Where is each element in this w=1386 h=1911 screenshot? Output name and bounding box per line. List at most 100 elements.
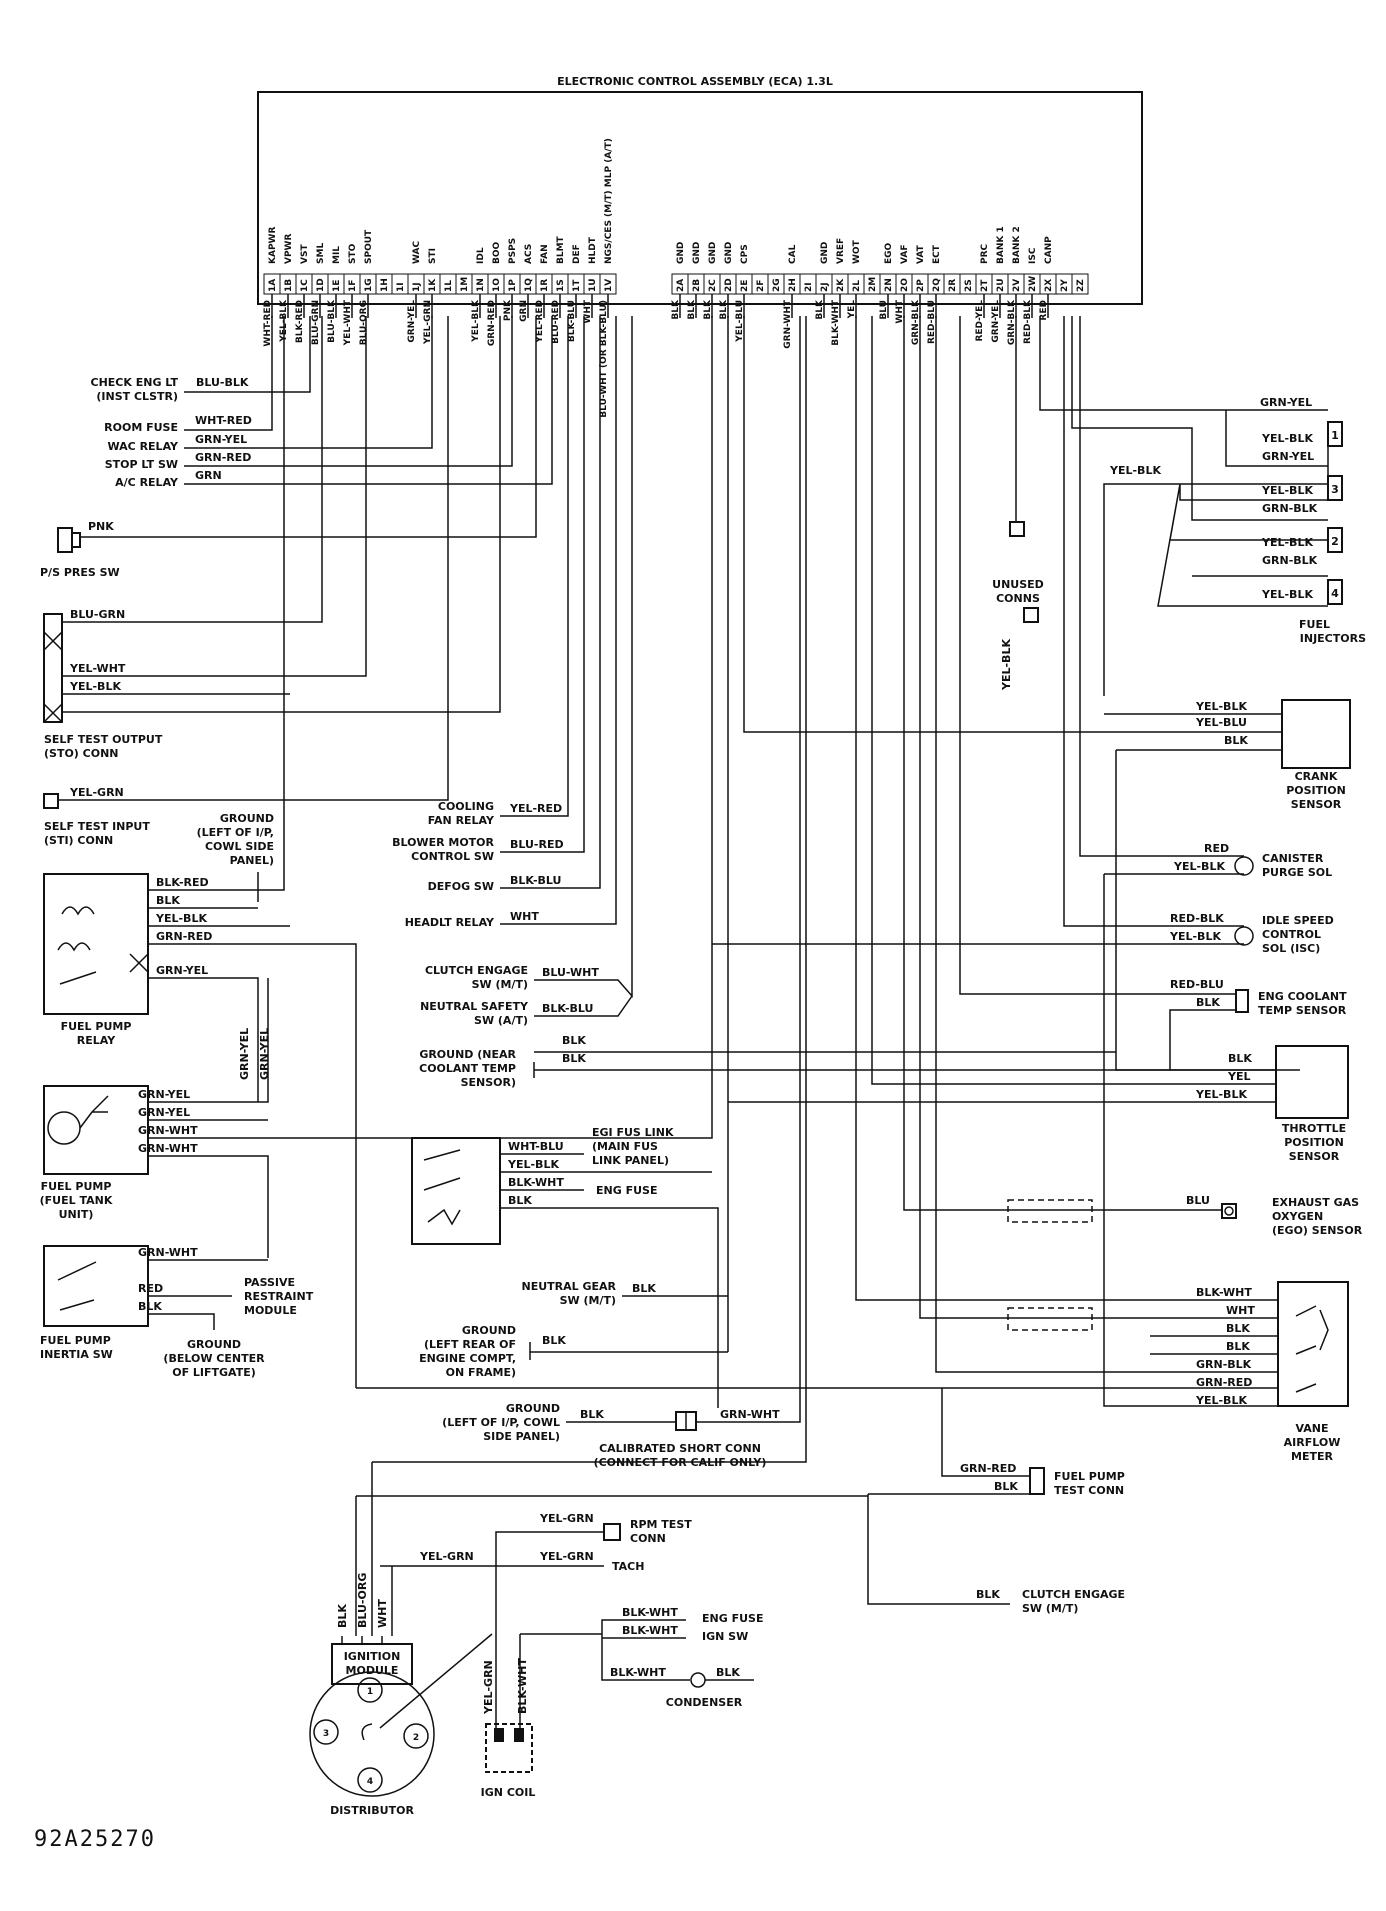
- eca-wire-color: GRN-YEL: [991, 300, 1001, 343]
- wire-label: BLK: [156, 894, 180, 907]
- eca-wire-color: BLK: [687, 299, 697, 320]
- eca-pin-name: BLMT: [556, 235, 566, 264]
- room-fuse: ROOM FUSE WHT-RED: [104, 316, 273, 434]
- eca-wire-color: BLK-BLU: [567, 300, 577, 342]
- eca-wire-color: RED-BLK: [1023, 299, 1033, 344]
- wire-label: YEL-BLK: [507, 1158, 559, 1171]
- clutch-engage-switch: CLUTCH ENGAGE SW (M/T) BLU-WHT: [425, 316, 633, 998]
- svg-text:FUEL PUMP: FUEL PUMP: [40, 1334, 111, 1347]
- eca-pin-name: BOO: [492, 241, 502, 264]
- eca-pin-name: ISC: [1028, 247, 1038, 264]
- svg-text:SENSOR): SENSOR): [461, 1076, 516, 1089]
- wire-label: BLK-BLU: [542, 1002, 593, 1015]
- svg-text:SENSOR: SENSOR: [1291, 798, 1342, 811]
- svg-text:CONTROL SW: CONTROL SW: [411, 850, 494, 863]
- wire-label: GRN-WHT: [720, 1408, 780, 1421]
- fuel-pump-inertia-switch: FUEL PUMP INERTIA SW GRN-WHT RED BLK PAS…: [40, 1245, 314, 1379]
- wire-label: GRN-YEL: [138, 1088, 190, 1101]
- svg-text:CRANK: CRANK: [1295, 770, 1338, 783]
- eca-pin-number: 2M: [868, 277, 878, 292]
- eca-pin-number: 1S: [556, 279, 566, 292]
- svg-text:4: 4: [367, 1777, 373, 1787]
- eca-wire-color: RED-BLU: [927, 300, 937, 344]
- eca-wire-color: GRN-BLK: [911, 299, 921, 345]
- tach-connection: YEL-GRN YEL-GRN TACH: [380, 1550, 644, 1686]
- condenser: BLK-WHT BLK CONDENSER: [610, 1666, 754, 1709]
- eca-wire-color: WHT: [895, 299, 905, 323]
- wire-label: GRN-BLK: [1196, 1358, 1252, 1371]
- wire-label: BLU-ORG: [356, 1573, 369, 1628]
- eca-pin-name: GND: [692, 242, 702, 264]
- svg-text:PASSIVE: PASSIVE: [244, 1276, 295, 1289]
- svg-text:FUEL: FUEL: [1299, 618, 1330, 631]
- eca-pin-number: 1Q: [524, 278, 534, 292]
- eca-wire-color: YEL: [847, 300, 857, 320]
- eca-pin-name: IDL: [476, 247, 486, 264]
- wire-label: YEL-BLK: [1261, 432, 1313, 445]
- eca-pin-name: STO: [348, 243, 358, 264]
- eca-pin-number: 1V: [604, 279, 614, 292]
- wire-label: GRN-BLK: [1262, 554, 1318, 567]
- wire-label: BLK-WHT: [1196, 1286, 1252, 1299]
- eca-pin-name: STI: [428, 248, 438, 264]
- svg-text:P/S PRES SW: P/S PRES SW: [40, 566, 120, 579]
- eca-pin-number: 1I: [396, 282, 406, 292]
- ignition-module: BLK BLU-ORG WHT IGNITION MODULE: [331, 316, 868, 1685]
- svg-text:GROUND: GROUND: [220, 812, 274, 825]
- eca-wire-color: YEL-BLK: [471, 299, 481, 343]
- wire-label: YEL-BLK: [1261, 588, 1313, 601]
- wire-label: BLK: [542, 1334, 566, 1347]
- svg-text:GRN-YEL: GRN-YEL: [238, 1028, 251, 1080]
- wire-label: GRN-RED: [195, 451, 251, 464]
- eca-wire-color: BLK: [815, 299, 825, 320]
- svg-text:SW (M/T): SW (M/T): [1022, 1602, 1078, 1615]
- svg-text:CONTROL: CONTROL: [1262, 928, 1321, 941]
- svg-text:CONNS: CONNS: [996, 592, 1040, 605]
- wire-label: BLK: [562, 1052, 586, 1065]
- figure-code: 92A25270: [34, 1827, 156, 1852]
- svg-text:BLOWER MOTOR: BLOWER MOTOR: [392, 836, 494, 849]
- svg-text:NEUTRAL SAFETY: NEUTRAL SAFETY: [420, 1000, 529, 1013]
- eca-pin-number: 2X: [1044, 279, 1054, 292]
- cooling-fan-relay: COOLING FAN RELAY YEL-RED: [428, 316, 569, 827]
- wire-label: GRN-RED: [1196, 1376, 1252, 1389]
- wire-label: BLU-BLK: [196, 376, 249, 389]
- svg-text:(FUEL TANK: (FUEL TANK: [40, 1194, 113, 1207]
- wire-label: YEL-GRN: [539, 1550, 594, 1563]
- wire-label: BLK: [1226, 1340, 1250, 1353]
- eca-pin-name: DEF: [572, 244, 582, 264]
- ground-near-coolant: GROUND (NEAR COOLANT TEMP SENSOR) BLK BL…: [419, 1034, 1300, 1089]
- eca-pin-number: 2R: [948, 279, 958, 292]
- vane-airflow-meter: BLK-WHT WHT BLK BLK GRN-BLK GRN-RED YEL-…: [356, 316, 1349, 1463]
- wire-label: BLK-WHT: [516, 1658, 529, 1714]
- wire-label: GRN-YEL: [1262, 450, 1314, 463]
- svg-text:EXHAUST GAS: EXHAUST GAS: [1272, 1196, 1359, 1209]
- svg-text:RPM TEST: RPM TEST: [630, 1518, 692, 1531]
- ego-sensor: BLU EXHAUST GAS OXYGEN (EGO) SENSOR: [903, 316, 1363, 1237]
- eca-pin-number: 1M: [460, 277, 470, 292]
- eca-wire-color: BLK: [671, 299, 681, 320]
- svg-text:OXYGEN: OXYGEN: [1272, 1210, 1323, 1223]
- svg-text:IGN COIL: IGN COIL: [481, 1786, 536, 1799]
- svg-text:(INST CLSTR): (INST CLSTR): [96, 390, 178, 403]
- ignition-coil: YEL-GRN BLK-WHT IGN COIL: [481, 1634, 536, 1799]
- eca-box: [257, 91, 1143, 305]
- fuel-injectors: 1 3 2 4 GRN-YEL YEL-BLK GRN-YEL YEL-BLK …: [1039, 316, 1366, 696]
- eca-wire-color: YEL-GRN: [423, 300, 433, 345]
- eca-wire-color: YEL-WHT: [343, 299, 353, 346]
- wire-label: BLK: [1228, 1052, 1252, 1065]
- eca-pin-number: 2O: [900, 278, 910, 292]
- svg-text:CONN: CONN: [630, 1532, 666, 1545]
- eca-pin-name: VREF: [836, 238, 846, 264]
- svg-text:(MAIN FUS: (MAIN FUS: [592, 1140, 658, 1153]
- eca-pin-number: 1R: [540, 279, 550, 292]
- wire-label: BLK: [508, 1194, 532, 1207]
- eca-pin-number: 2I: [804, 282, 814, 292]
- eca-pin-name: WAC: [412, 241, 422, 264]
- svg-text:GROUND: GROUND: [506, 1402, 560, 1415]
- svg-text:ON FRAME): ON FRAME): [446, 1366, 516, 1379]
- svg-text:AIRFLOW: AIRFLOW: [1284, 1436, 1341, 1449]
- wire-label: WHT: [510, 910, 539, 923]
